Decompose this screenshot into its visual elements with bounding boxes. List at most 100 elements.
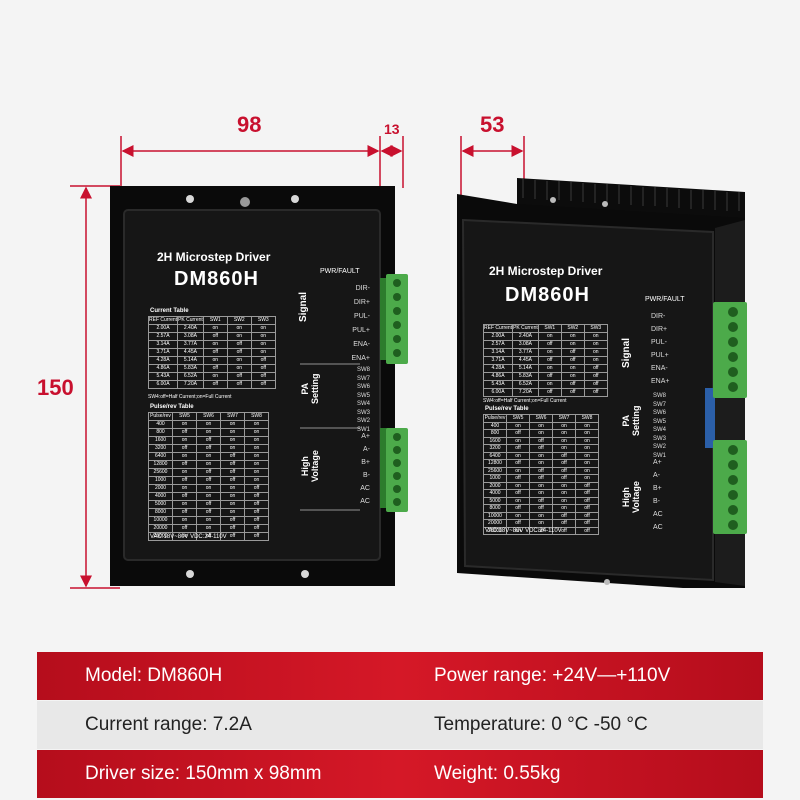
table-header-cell: SW6 [196,412,221,421]
table-header-cell: REF Current [147,316,179,325]
table-header-cell: SW7 [552,414,576,423]
table-cell: on [244,452,269,461]
voltage-section-label: High Voltage [621,481,641,513]
pwr-fault-label: PWR/FAULT [320,268,360,275]
table-cell: 6400 [148,452,173,461]
table-cell: on [244,476,269,485]
table-cell: off [220,468,245,477]
table-cell: on [244,436,269,445]
table-cell: on [244,468,269,477]
table-cell: 10000 [148,516,173,525]
table-cell: on [529,421,553,430]
table-cell: off [506,429,530,438]
table-cell: on [220,428,245,437]
table-header-cell: SW5 [506,414,530,423]
table-cell: off [172,524,197,533]
table-cell: on [220,420,245,429]
table-cell: off [552,451,576,460]
switch-label: SW7 [653,401,667,408]
table-cell: off [537,356,562,365]
pin-label: ENA- [651,365,668,372]
pin-label: A- [363,446,370,453]
table-cell: on [537,364,562,373]
sw4-note: SW4:off=Half Current;on=Full Current [148,394,232,400]
table-header-cell: Pulse/rev [483,414,507,423]
table-cell: off [244,500,269,509]
table-cell: 2.57A [147,332,179,341]
pwr-fault-label: PWR/FAULT [645,296,685,303]
table-cell: 5.83A [512,372,539,381]
table-cell: on [202,340,228,349]
table-cell: on [244,420,269,429]
table-cell: 2.57A [482,340,514,349]
table-cell: on [196,452,221,461]
table-cell: 4.45A [177,348,204,357]
table-cell: on [506,421,530,430]
table-cell: on [220,500,245,509]
switch-label: SW2 [653,444,667,450]
table-header-cell: SW2 [560,324,585,333]
switch-label: SW6 [356,384,370,390]
table-cell: off [552,511,576,520]
spec-power-range: Power range: +24V—+110V [434,665,671,686]
section-dividers [300,363,360,511]
table-cell: on [226,356,252,365]
panel-model: DM860H [174,268,259,290]
table-cell: on [196,484,221,493]
pin-label: AC [360,485,370,492]
table-cell: off [244,532,269,541]
table-cell: 5.43A [147,372,179,381]
switch-label-list: SW8 SW7 SW6 SW5 SW4 SW3 SW2 SW1 [338,366,370,434]
table-cell: on [529,459,553,468]
table-cell: off [529,436,553,445]
table-cell: off [250,364,276,373]
table-cell: on [250,332,276,341]
table-cell: off [220,452,245,461]
table-cell: off [196,468,221,477]
voltage-note: VAC:18V~80V VDC:24-110V [150,534,227,540]
signal-terminal-block [386,274,408,364]
table-cell: off [202,348,228,357]
table-cell: off [244,492,269,501]
table-header-cell: SW3 [250,316,276,325]
table-cell: on [196,516,221,525]
table-cell: off [552,474,576,483]
table-cell: on [202,324,228,333]
table-cell: 4.86A [482,372,514,381]
table-cell: on [575,429,599,438]
table-cell: 6.00A [482,388,514,397]
table-cell: off [583,364,608,373]
table-cell: off [220,460,245,469]
setting-label-line: Setting [310,373,320,405]
table-cell: on [529,511,553,520]
table-cell: 2.40A [177,324,204,333]
spec-model: Model: DM860H [85,665,223,686]
table-cell: off [575,489,599,498]
table-cell: 400 [148,420,173,429]
table-cell: on [220,508,245,517]
table-cell: off [560,356,585,365]
table-cell: off [226,340,252,349]
pin-label: B- [653,498,660,505]
table-cell: off [250,356,276,365]
table-cell: on [575,474,599,483]
table-cell: off [537,340,562,349]
pin-label: DIR- [355,285,370,292]
table-cell: 6.52A [512,380,539,389]
